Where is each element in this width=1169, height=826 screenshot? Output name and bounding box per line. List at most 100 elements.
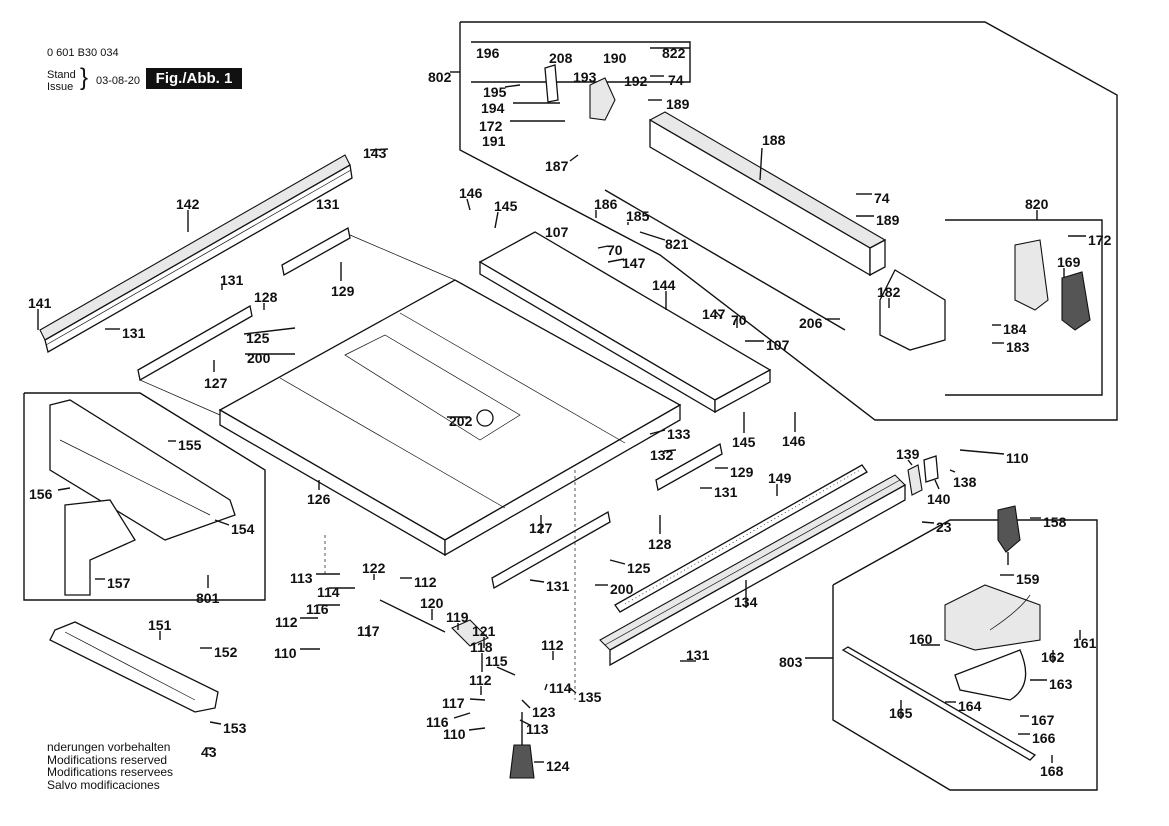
- callout-label: 169: [1057, 254, 1081, 270]
- callout-label: 117: [442, 695, 465, 711]
- callout-label: 147: [702, 306, 726, 322]
- callout-label: 162: [1041, 649, 1065, 665]
- callout-leader-line: [569, 154, 579, 162]
- callout-leader-line: [921, 521, 935, 524]
- callout-190: 190: [603, 50, 627, 66]
- callout-leader-line: [609, 559, 626, 565]
- callout-label: 801: [196, 590, 220, 606]
- part-scale-149: [614, 464, 868, 613]
- group-frame-820: [945, 219, 1103, 396]
- callout-label: 133: [667, 426, 691, 442]
- callout-leader-line: [649, 429, 666, 435]
- callout-116: 116: [306, 601, 340, 617]
- callout-label: 206: [799, 315, 823, 331]
- callout-leader-line: [934, 479, 940, 490]
- callout-label: 116: [306, 601, 329, 617]
- callout-label: 112: [541, 637, 564, 653]
- callout-186: 186: [594, 196, 618, 218]
- callout-label: 138: [953, 474, 977, 490]
- callout-144: 144: [652, 277, 676, 310]
- callout-label: 139: [896, 446, 920, 462]
- callout-70: 70: [597, 242, 623, 258]
- part-miter-plate-163: [954, 649, 1027, 701]
- callout-leader-line: [907, 459, 913, 466]
- callout-label: 124: [546, 758, 570, 774]
- callout-166: 166: [1018, 730, 1056, 746]
- callout-label: 127: [204, 375, 228, 391]
- callout-116: 116: [426, 712, 471, 730]
- callout-label: 116: [426, 714, 449, 730]
- callout-162: 162: [1041, 649, 1065, 665]
- callout-label: 155: [178, 437, 202, 453]
- callout-leader-line: [959, 449, 1005, 455]
- callout-leader-line: [529, 579, 545, 583]
- callout-label: 191: [482, 133, 506, 149]
- callout-label: 131: [220, 272, 244, 288]
- part-miter-body-160: [944, 584, 1041, 651]
- callout-label: 125: [246, 330, 270, 346]
- group-frame-801: [23, 392, 266, 601]
- callout-label: 110: [1006, 450, 1029, 466]
- part-fence-rod-185: [604, 189, 846, 331]
- callout-157: 157: [95, 575, 131, 591]
- callout-leader-line: [243, 327, 296, 335]
- callout-182: 182: [877, 284, 901, 308]
- callout-label: 128: [648, 536, 672, 552]
- callout-107: 107: [545, 224, 569, 240]
- callout-label: 143: [363, 145, 387, 161]
- callout-128: 128: [648, 515, 672, 552]
- callout-135: 135: [569, 687, 602, 705]
- callout-123: 123: [521, 699, 556, 720]
- callout-132: 132: [650, 447, 677, 463]
- callout-label: 128: [254, 289, 278, 305]
- part-bracket-139: [907, 464, 923, 496]
- callout-leader-line: [569, 687, 577, 694]
- callout-120: 120: [420, 595, 444, 620]
- callout-158: 158: [1030, 514, 1067, 530]
- callout-label: 186: [594, 196, 618, 212]
- callout-146: 146: [782, 412, 806, 449]
- callout-128: 128: [254, 289, 278, 310]
- callout-112: 112: [541, 637, 564, 660]
- callout-121: 121: [472, 623, 496, 648]
- part-rail-129-right: [655, 442, 723, 492]
- callout-74: 74: [856, 190, 890, 206]
- callout-leader-line: [469, 698, 486, 701]
- group-frame-803: [832, 519, 1098, 791]
- callout-125: 125: [609, 559, 651, 576]
- part-pad-140: [923, 455, 939, 483]
- callout-112: 112: [275, 614, 318, 630]
- callout-200: 200: [245, 350, 295, 366]
- part-front-rail-142: [39, 154, 353, 353]
- callout-152: 152: [200, 644, 238, 660]
- callout-leader-line: [468, 727, 486, 731]
- callout-112: 112: [469, 672, 492, 695]
- callout-leader-line: [521, 699, 531, 709]
- callout-label: 129: [331, 283, 355, 299]
- callout-115: 115: [485, 653, 516, 676]
- callout-43: 43: [201, 744, 217, 760]
- callout-149: 149: [768, 470, 792, 496]
- callout-163: 163: [1030, 676, 1073, 692]
- callout-803: 803: [779, 654, 833, 670]
- callout-label: 153: [223, 720, 247, 736]
- callout-169: 169: [1057, 254, 1081, 278]
- callout-196: 196: [476, 45, 500, 61]
- part-clamp-block-190: [589, 77, 616, 121]
- callout-label: 156: [29, 486, 53, 502]
- callout-label: 43: [201, 744, 217, 760]
- callout-label: 120: [420, 595, 444, 611]
- callout-107: 107: [745, 337, 790, 353]
- callout-114: 114: [544, 680, 572, 696]
- callout-label: 142: [176, 196, 200, 212]
- callout-117: 117: [357, 623, 380, 639]
- callout-131: 131: [105, 325, 146, 341]
- callout-129: 129: [715, 464, 754, 480]
- callout-label: 140: [927, 491, 951, 507]
- callout-185: 185: [626, 208, 650, 225]
- callout-label: 166: [1032, 730, 1056, 746]
- callout-label: 135: [578, 689, 602, 705]
- callout-leader-line: [214, 519, 230, 526]
- callout-label: 194: [481, 100, 505, 116]
